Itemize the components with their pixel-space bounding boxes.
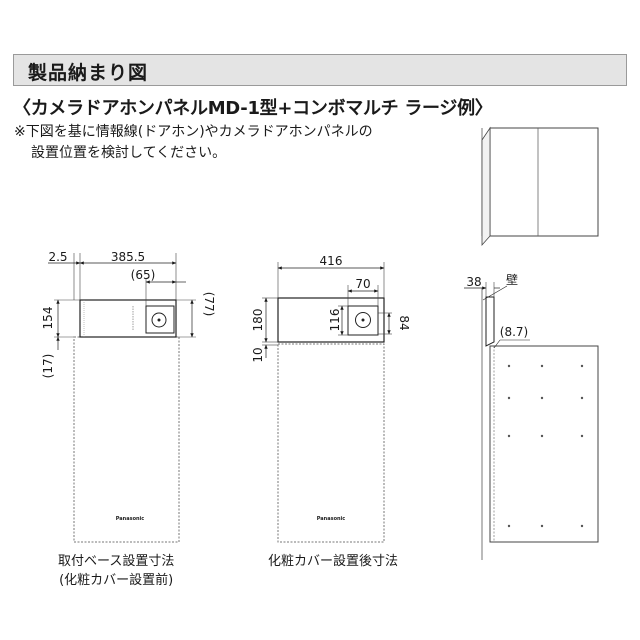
- left-camera-center-icon: [157, 318, 161, 322]
- left-view: Panasonic 2.5 385.5 (65) 154 (17) (77): [41, 250, 216, 543]
- middle-brand-label: Panasonic: [317, 516, 346, 522]
- middle-cover-body: [277, 343, 385, 543]
- dim-77: (77): [202, 292, 216, 317]
- top-panel-edge: [481, 126, 491, 247]
- note-line-2: 設置位置を検討してください。: [31, 145, 227, 161]
- right-side-view: 38 壁 (8.7): [464, 272, 599, 560]
- dim-385-5: 385.5: [111, 250, 145, 264]
- section-header: 製品納まり図: [13, 54, 627, 86]
- middle-view-caption: 化粧カバー設置後寸法: [268, 552, 398, 571]
- middle-caption-line: 化粧カバー設置後寸法: [268, 554, 399, 569]
- dim-8-7: (8.7): [500, 325, 528, 339]
- right-panel-edge: [485, 296, 495, 347]
- dim-116: 116: [328, 309, 342, 332]
- top-unit-body: [489, 127, 599, 237]
- middle-camera-center-icon: [361, 318, 365, 322]
- middle-view: Panasonic 416 70 180 10 116 84: [251, 254, 411, 543]
- dim-180: 180: [251, 309, 265, 332]
- dim-70: 70: [355, 277, 370, 291]
- right-screw-marks: [507, 364, 584, 528]
- diagram-subtitle: 〈カメラドアホンパネルMD-1型+コンボマルチ ラージ例〉: [13, 98, 493, 119]
- left-view-caption: 取付ベース設置寸法 (化粧カバー設置前): [58, 552, 174, 590]
- left-brand-label: Panasonic: [116, 516, 145, 522]
- dim-65: (65): [131, 268, 156, 282]
- left-cover-body: [73, 336, 180, 543]
- dim-17: (17): [41, 354, 55, 379]
- wall-leader: [482, 285, 508, 301]
- left-caption-line-1: 取付ベース設置寸法: [58, 554, 175, 569]
- top-side-view: [481, 126, 599, 247]
- wall-label: 壁: [506, 272, 518, 287]
- dim-10: 10: [251, 347, 265, 362]
- dim-84: 84: [397, 315, 411, 330]
- dim-2-5: 2.5: [48, 250, 67, 264]
- dim-line-8-7: [493, 339, 501, 349]
- left-caption-line-2: (化粧カバー設置前): [59, 573, 174, 588]
- section-title: 製品納まり図: [28, 62, 149, 84]
- dim-38: 38: [466, 275, 481, 289]
- dim-154: 154: [41, 307, 55, 330]
- dim-416: 416: [320, 254, 343, 268]
- instruction-note: ※下図を基に情報線(ドアホン)やカメラドアホンパネルの 設置位置を検討してくださ…: [14, 122, 373, 164]
- right-cover-body: [489, 345, 599, 543]
- note-line-1: ※下図を基に情報線(ドアホン)やカメラドアホンパネルの: [14, 124, 373, 140]
